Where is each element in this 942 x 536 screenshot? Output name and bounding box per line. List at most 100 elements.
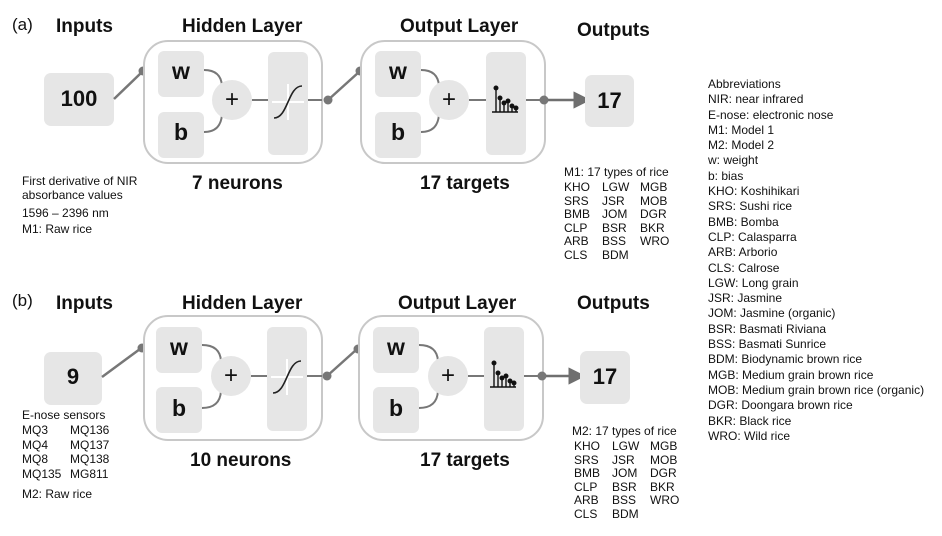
hidden-to-output-connector	[326, 349, 357, 377]
rice-code: WRO	[640, 234, 670, 248]
abbreviation-item: BSS: Basmati Sunrice	[708, 337, 827, 352]
sensor-name: MQ4	[22, 437, 49, 452]
rice-code: JOM	[612, 466, 638, 480]
rice-code: CLP	[564, 220, 588, 235]
input-connector	[101, 347, 141, 379]
bias-to-sum-line	[418, 390, 439, 409]
sensor-name: MQ3	[22, 423, 49, 437]
input-desc-line: absorbance values	[22, 188, 123, 202]
abbreviation-item: SRS: Sushi rice	[708, 199, 793, 214]
rice-code: JSR	[612, 452, 635, 467]
softmax-stem-icon	[492, 85, 519, 113]
rice-code: CLP	[574, 479, 598, 494]
sum-symbol-hidden-a: +	[224, 86, 239, 113]
abbreviation-item: M2: Model 2	[708, 138, 775, 153]
output-count-b: 17 targets	[420, 450, 510, 471]
input-desc-line: 1596 – 2396 nm	[22, 206, 109, 220]
sensor-name: MG811	[70, 466, 109, 481]
abbreviation-item: w: weight	[708, 153, 759, 168]
abbreviation-item: BMB: Bomba	[708, 214, 779, 229]
connector-dot	[537, 371, 547, 381]
abbreviation-item: LGW: Long grain	[708, 275, 799, 290]
abbreviation-item: KHO: Koshihikari	[708, 184, 800, 199]
rice-code: JOM	[602, 207, 628, 221]
panel-a-graphics	[44, 40, 634, 164]
rice-code: SRS	[574, 452, 599, 467]
input-connector	[113, 71, 143, 100]
abbreviation-item: BSR: Basmati Riviana	[708, 321, 827, 336]
abbreviation-item: CLS: Calrose	[708, 260, 780, 275]
input-value-b: 9	[66, 364, 80, 389]
sum-symbol-output-a: +	[441, 86, 456, 113]
input-value-a: 100	[60, 86, 98, 111]
rice-code: DGR	[640, 207, 667, 221]
rice-types-title-b: M2: 17 types of rice	[572, 424, 677, 438]
input-box	[44, 73, 114, 126]
rice-code: BKR	[650, 479, 675, 494]
abbreviation-item: b: bias	[708, 168, 744, 183]
bias-label-hidden-a: b	[173, 119, 189, 145]
rice-code: KHO	[574, 439, 601, 453]
abbreviation-item: DGR: Doongara brown rice	[708, 398, 853, 413]
abbreviation-item: JOM: Jasmine (organic)	[708, 306, 836, 321]
sigmoid-curve-icon	[272, 360, 302, 394]
sensors-title-b: E-nose sensors	[22, 408, 106, 422]
rice-code: BMB	[564, 207, 591, 221]
sensor-name: MQ135	[22, 466, 62, 481]
input-description-a: First derivative of NIR absorbance value…	[22, 174, 137, 236]
weight-label-output-b: w	[387, 334, 405, 360]
abbreviation-item: E-nose: electronic nose	[708, 107, 834, 122]
hidden-layer-header-b: Hidden Layer	[182, 293, 303, 314]
abbreviations-list: Abbreviations NIR: near infrared E-nose:…	[708, 77, 924, 444]
softmax-stem-icon	[490, 360, 517, 388]
rice-code: MGB	[640, 180, 668, 194]
rice-code: CLS	[574, 506, 598, 521]
rice-code: MGB	[650, 439, 678, 453]
rice-code: BDM	[612, 506, 639, 521]
output-count-a: 17 targets	[420, 173, 510, 194]
abbreviation-item: JSR: Jasmine	[708, 291, 783, 306]
sum-symbol-output-b: +	[440, 362, 455, 389]
output-box	[580, 351, 630, 404]
abbreviations-title: Abbreviations	[708, 77, 781, 91]
rice-code: DGR	[650, 466, 677, 480]
connector-dot	[539, 95, 549, 105]
weight-box	[373, 327, 419, 373]
abbreviation-item: MGB: Medium grain brown rice	[708, 367, 874, 382]
bias-box	[375, 112, 421, 158]
output-layer-header-a: Output Layer	[400, 16, 519, 37]
sensor-name: MQ137	[70, 437, 110, 452]
weight-box	[156, 327, 202, 373]
sum-symbol-hidden-b: +	[223, 362, 238, 389]
sum-node	[428, 356, 468, 396]
panel-b-graphics	[44, 315, 630, 441]
bias-to-sum-line	[201, 390, 222, 409]
outputs-header-a: Outputs	[577, 20, 650, 41]
rice-code: BSR	[602, 220, 627, 235]
sensor-name: MQ136	[70, 423, 110, 437]
hidden-count-a: 7 neurons	[192, 173, 283, 194]
rice-code: WRO	[650, 493, 680, 507]
rice-code: LGW	[612, 439, 640, 453]
abbreviation-item: MOB: Medium grain brown rice (organic)	[708, 382, 925, 397]
weight-label-hidden-b: w	[170, 334, 188, 360]
rice-code: ARB	[564, 234, 589, 248]
bias-box	[156, 387, 202, 433]
rice-code: MOB	[650, 452, 678, 467]
output-layer-header-b: Output Layer	[398, 293, 517, 314]
sensor-grid-b: MQ3 MQ136 MQ4 MQ137 MQ8 MQ138 MQ135 MG81…	[22, 423, 130, 481]
bias-box	[158, 112, 204, 158]
abbreviation-item: NIR: near infrared	[708, 92, 804, 107]
rice-code-grid-b: KHO LGW MGB SRS JSR MOB BMB JOM DGR CLP …	[574, 439, 690, 521]
model-note-b: M2: Raw rice	[22, 487, 93, 501]
output-value-b: 17	[592, 364, 618, 389]
abbreviation-item: ARB: Arborio	[708, 245, 778, 260]
sigmoid-curve-icon	[273, 85, 303, 119]
output-box	[585, 75, 634, 127]
weight-to-sum-line	[201, 344, 222, 362]
weight-label-output-a: w	[389, 58, 407, 84]
input-desc-line: First derivative of NIR	[22, 174, 138, 188]
input-desc-line: M1: Raw rice	[22, 222, 93, 236]
rice-types-title-a: M1: 17 types of rice	[564, 165, 669, 179]
